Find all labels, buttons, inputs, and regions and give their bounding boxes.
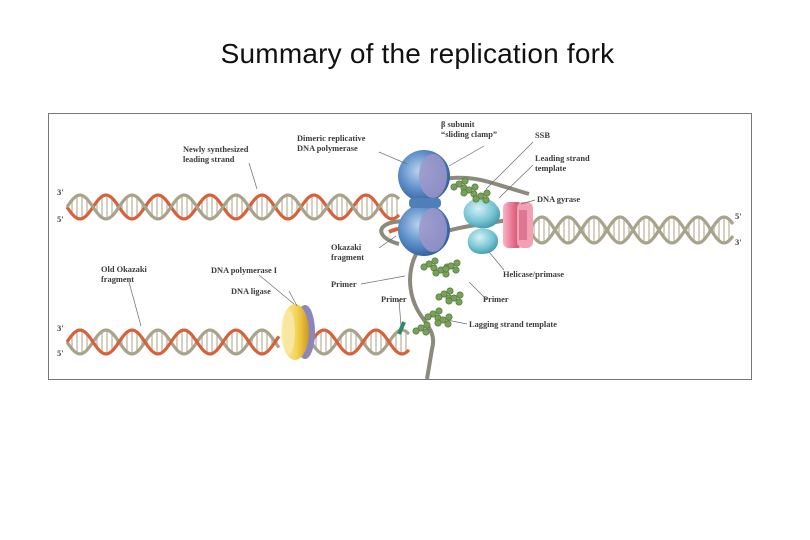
ssb-bead	[413, 328, 419, 334]
label-ssb: SSB	[535, 131, 550, 140]
replication-fork-figure: 3' 5' 5' 3' 3' 5' Newly synthesized lead…	[48, 113, 752, 380]
label-dna-polymerase-1: DNA polymerase I	[211, 266, 277, 275]
label-primer-2: Primer	[381, 295, 407, 304]
ssb-bead	[423, 329, 429, 335]
ssb-bead	[473, 196, 479, 202]
ssb-bead	[457, 292, 463, 298]
primer-segment	[399, 322, 404, 334]
ssb-bead	[446, 314, 452, 320]
strand-end-5-right: 5'	[735, 211, 742, 221]
leading-daughter-helix	[67, 195, 399, 219]
label-dna-gyrase: DNA gyrase	[537, 195, 580, 204]
label-beta-subunit: β subunit “sliding clamp”	[441, 120, 497, 139]
ssb-bead	[424, 322, 430, 328]
strand-end-3-right: 3'	[735, 237, 742, 247]
dna-gyrase	[503, 202, 533, 248]
label-leading-template: Leading strand template	[535, 154, 592, 173]
strand-end-5-top: 5'	[57, 214, 64, 224]
parental-helix	[529, 217, 733, 243]
ssb-bead	[472, 184, 478, 190]
ssb-bead	[433, 270, 439, 276]
ssb-bead	[454, 260, 460, 266]
ssb-bead	[435, 320, 441, 326]
label-primer-1: Primer	[331, 280, 357, 289]
ssb-bead	[447, 288, 453, 294]
page-title: Summary of the replication fork	[0, 38, 810, 70]
ssb-bead	[436, 308, 442, 314]
ssb-bead	[484, 190, 490, 196]
ssb-bead	[453, 267, 459, 273]
strand-end-3-bottom: 3'	[57, 323, 64, 333]
label-dna-ligase: DNA ligase	[231, 287, 271, 296]
label-primer-3: Primer	[483, 295, 509, 304]
label-old-okazaki: Old Okazaki fragment	[101, 265, 149, 284]
ssb-bead	[425, 314, 431, 320]
replication-fork-diagram: 3' 5' 5' 3' 3' 5' Newly synthesized lead…	[49, 114, 751, 379]
ssb-bead	[432, 258, 438, 264]
ssb-bead	[451, 184, 457, 190]
ssb-bead	[461, 190, 467, 196]
dna-polymerase-1	[281, 304, 315, 360]
ssb-bead	[445, 321, 451, 327]
label-helicase-primase: Helicase/primase	[503, 270, 564, 279]
ssb-bead	[456, 299, 462, 305]
ssb-bead	[443, 266, 449, 272]
ssb-bead	[446, 298, 452, 304]
ssb-bead	[483, 197, 489, 203]
label-lagging-template: Lagging strand template	[469, 320, 557, 329]
ssb-bead	[436, 294, 442, 300]
ssb-bead	[462, 178, 468, 184]
strand-end-3-top: 3'	[57, 187, 64, 197]
lagging-daughter-helix-right	[311, 330, 409, 354]
ssb-bead	[421, 264, 427, 270]
lagging-daughter-helix-left	[67, 330, 279, 354]
label-okazaki-fragment: Okazaki fragment	[331, 243, 364, 262]
label-dimeric-polymerase: Dimeric replicative DNA polymerase	[297, 134, 368, 153]
strand-end-5-bottom: 5'	[57, 348, 64, 358]
dimeric-dna-polymerase	[398, 150, 450, 256]
label-newly-synthesized: Newly synthesized leading strand	[183, 145, 250, 164]
